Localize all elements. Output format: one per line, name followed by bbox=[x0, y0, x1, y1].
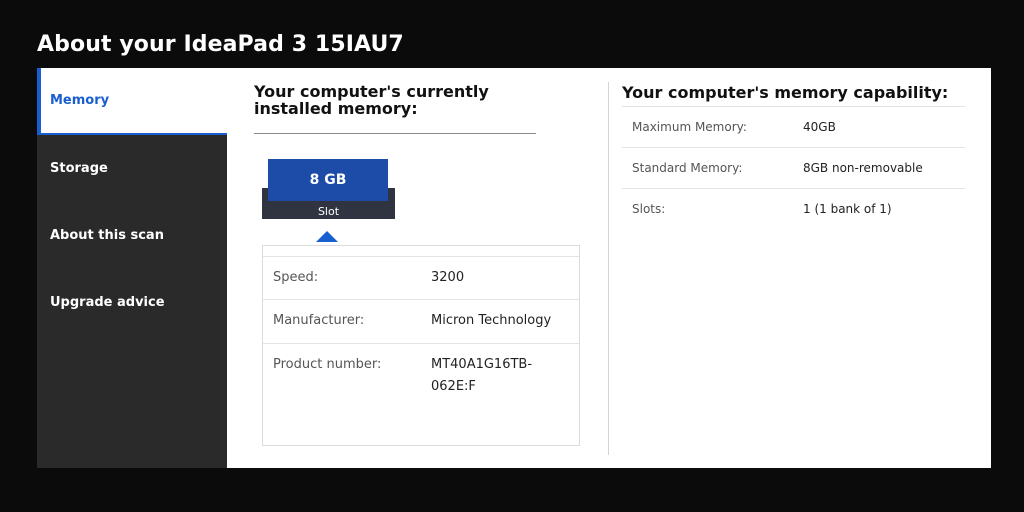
detail-label: Speed: bbox=[273, 270, 319, 285]
capability-label: Slots: bbox=[632, 202, 666, 216]
title-divider bbox=[254, 133, 536, 134]
about-panel: Memory Storage About this scan Upgrade a… bbox=[37, 68, 991, 468]
slot-label: Slot bbox=[317, 205, 340, 218]
capability-label: Standard Memory: bbox=[632, 161, 743, 175]
sidebar-item-label: About this scan bbox=[50, 228, 164, 243]
sidebar-item-about-this-scan[interactable]: About this scan bbox=[37, 202, 227, 269]
sidebar: Memory Storage About this scan Upgrade a… bbox=[37, 68, 227, 468]
capability-row-standard-memory: Standard Memory: 8GB non-removable bbox=[622, 147, 965, 188]
column-divider bbox=[608, 82, 609, 455]
capability-value: 40GB bbox=[803, 120, 836, 134]
capability-row-maximum-memory: Maximum Memory: 40GB bbox=[622, 106, 965, 147]
page-title: About your IdeaPad 3 15IAU7 bbox=[37, 32, 404, 57]
sidebar-item-storage[interactable]: Storage bbox=[37, 135, 227, 202]
detail-value: 3200 bbox=[431, 270, 465, 285]
installed-memory-title: Your computer's currently installed memo… bbox=[254, 82, 489, 118]
sidebar-item-label: Storage bbox=[50, 161, 108, 176]
capability-row-slots: Slots: 1 (1 bank of 1) bbox=[622, 188, 965, 229]
detail-label: Product number: bbox=[273, 357, 382, 372]
detail-row-product-number: Product number: MT40A1G16TB-062E:F bbox=[263, 343, 579, 445]
detail-row-manufacturer: Manufacturer: Micron Technology bbox=[263, 299, 579, 343]
sidebar-item-memory[interactable]: Memory bbox=[37, 68, 227, 135]
sidebar-item-upgrade-advice[interactable]: Upgrade advice bbox=[37, 269, 227, 336]
detail-label: Manufacturer: bbox=[273, 313, 365, 328]
memory-module-button[interactable]: 8 GB bbox=[268, 159, 388, 201]
detail-row-speed: Speed: 3200 bbox=[263, 256, 579, 299]
memory-capability-title: Your computer's memory capability: bbox=[622, 83, 949, 102]
capability-value: 8GB non-removable bbox=[803, 161, 923, 175]
memory-details-panel: Speed: 3200 Manufacturer: Micron Technol… bbox=[262, 245, 580, 446]
sidebar-item-label: Upgrade advice bbox=[50, 295, 165, 310]
detail-value: Micron Technology bbox=[431, 313, 552, 328]
detail-value: MT40A1G16TB-062E:F bbox=[431, 357, 533, 394]
sidebar-item-label: Memory bbox=[50, 93, 110, 108]
capability-value: 1 (1 bank of 1) bbox=[803, 202, 892, 216]
capability-label: Maximum Memory: bbox=[632, 120, 747, 134]
caret-up-icon bbox=[316, 231, 338, 242]
memory-module-size: 8 GB bbox=[309, 172, 347, 188]
